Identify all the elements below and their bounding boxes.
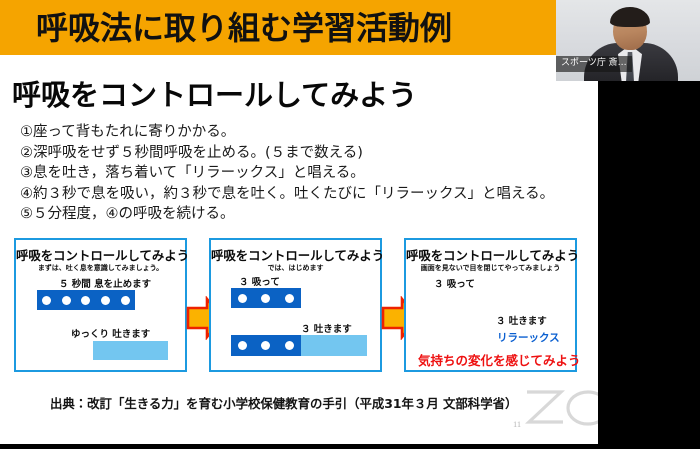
breath-dot	[120, 295, 130, 305]
panel-exhale-label: ゆっくり 吐きます	[71, 329, 151, 340]
panel-inhale-label: ３ 吸って	[434, 279, 475, 290]
exhale-bar	[301, 335, 367, 356]
breath-dot	[261, 341, 271, 350]
panel-inhale-label: ３ 吸って	[239, 277, 280, 288]
slide-heading: 呼吸をコントロールしてみよう	[12, 78, 418, 112]
example-panel-3: 呼吸をコントロールしてみよう 画面を見ないで目を閉じてやってみましょう ３ 吸っ…	[404, 238, 581, 372]
panel-subtitle: では、はじめます	[267, 264, 324, 272]
panel-title: 呼吸をコントロールしてみよう	[211, 248, 385, 263]
example-panel-2: 呼吸をコントロールしてみよう では、はじめます ３ 吸って ３ 吐きます	[209, 238, 385, 372]
step-item: ①座って背もたれに寄りかかる。	[20, 124, 236, 140]
breath-dot	[284, 293, 294, 303]
breath-hold-bar	[37, 290, 135, 310]
breath-dot	[261, 293, 271, 303]
exhale-bar	[93, 341, 168, 360]
panel-title: 呼吸をコントロールしてみよう	[16, 248, 190, 263]
inhale-bar-second	[231, 335, 301, 356]
participant-hair	[610, 7, 650, 27]
breath-dot	[81, 295, 91, 305]
step-item: ⑤５分程度，④の呼吸を続ける。	[20, 206, 235, 223]
step-item: ③息を吐き，落ち着いて「リラーックス」と唱える。	[20, 165, 365, 182]
slide-banner-title: 呼吸法に取り組む学習活動例	[36, 9, 453, 47]
breath-dot	[61, 295, 71, 305]
source-citation: 出典：改訂「生きる力」を育む小学校保健教育の手引（平成31年３月 文部科学省）	[50, 396, 518, 411]
zoom-watermark-logo	[521, 382, 598, 430]
panel-exhale-label: ３ 吐きます	[496, 316, 547, 327]
breath-dot	[42, 295, 52, 305]
participant-name-label: スポーツ庁 斎…	[556, 56, 632, 72]
panel-subtitle: まずは、吐く息を意識してみましょう。	[37, 264, 164, 272]
panel-title: 呼吸をコントロールしてみよう	[406, 248, 580, 263]
step-item: ②深呼吸をせず５秒間呼吸を止める。(５まで数える)	[20, 144, 363, 161]
breath-dot	[101, 295, 111, 305]
breath-dot	[284, 341, 294, 350]
example-panel-1: 呼吸をコントロールしてみよう まずは、吐く息を意識してみましょう。 ５ 秒間 息…	[14, 238, 190, 372]
relax-label: リラーックス	[497, 332, 560, 344]
participant-video-tile[interactable]: スポーツ庁 斎…	[556, 0, 700, 81]
feel-change-label: 気持ちの変化を感じてみよう	[418, 353, 581, 368]
panel-inhale-label: ５ 秒間 息を止めます	[59, 279, 152, 290]
slide-banner: 呼吸法に取り組む学習活動例	[0, 0, 556, 55]
panel-subtitle: 画面を見ないで目を閉じてやってみましょう	[420, 264, 561, 272]
inhale-bar	[231, 288, 301, 308]
slide-page-number: 11	[513, 419, 522, 429]
breath-dot	[238, 293, 248, 303]
panel-exhale-label: ３ 吐きます	[301, 324, 352, 335]
step-list: ①座って背もたれに寄りかかる。 ②深呼吸をせず５秒間呼吸を止める。(５まで数える…	[20, 122, 598, 225]
shared-slide: 呼吸法に取り組む学習活動例 呼吸をコントロールしてみよう ①座って背もたれに寄り…	[0, 0, 598, 444]
breath-dot	[238, 341, 248, 350]
step-item: ④約３秒で息を吸い，約３秒で息を吐く。吐くたびに「リラーックス」と唱える。	[20, 185, 555, 202]
